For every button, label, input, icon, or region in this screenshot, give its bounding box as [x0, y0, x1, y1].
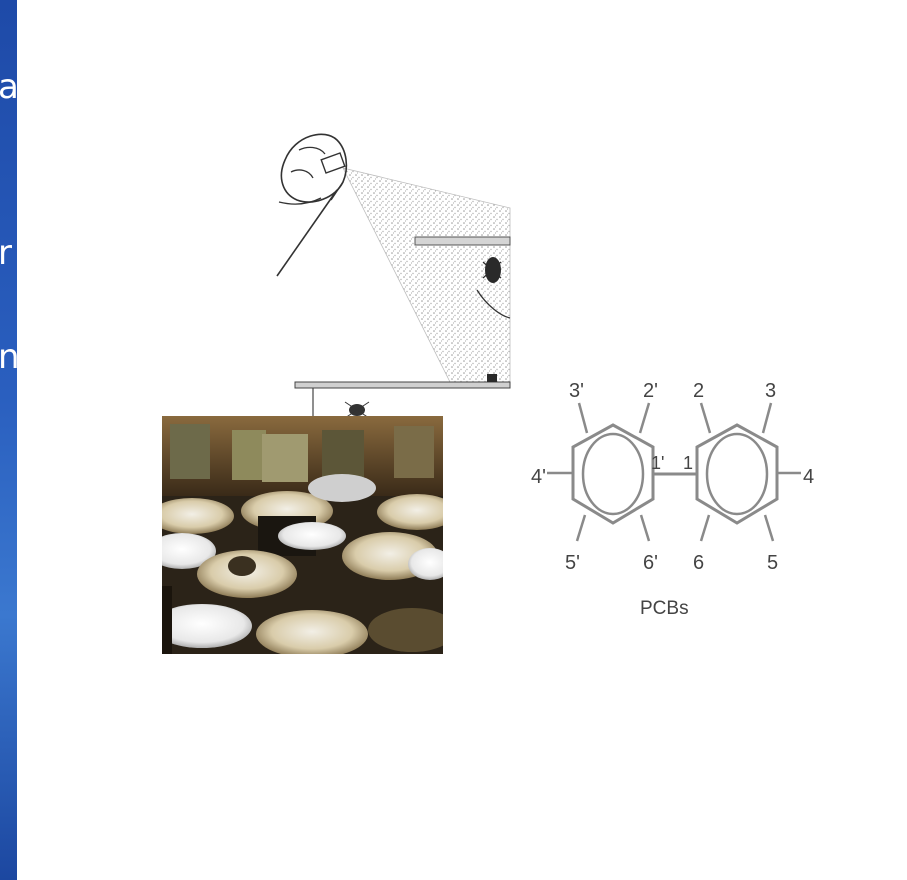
label-2: 2 — [693, 380, 704, 402]
right-benzene-ring — [695, 423, 779, 525]
side-panel-strip: a r n — [0, 0, 20, 880]
label-1-prime: 1' — [651, 453, 664, 473]
label-4: 4 — [803, 466, 814, 488]
pcb-caption: PCBs — [640, 598, 689, 619]
label-2-prime: 2' — [643, 380, 658, 402]
waste-barrels-photo — [162, 416, 443, 654]
spray-can-illustration — [276, 133, 511, 419]
pcb-structure-diagram: 3' 2' 2 3 4' 1' 1 4 5' 6' 6 5 — [531, 380, 814, 574]
label-3-prime: 3' — [569, 380, 584, 402]
label-5: 5 — [767, 552, 778, 574]
label-5-prime: 5' — [565, 552, 580, 574]
side-text-3: n — [0, 337, 20, 377]
label-3: 3 — [765, 380, 776, 402]
left-benzene-ring — [571, 423, 655, 525]
label-4-prime: 4' — [531, 466, 546, 488]
substituent-bonds — [547, 402, 801, 542]
label-6: 6 — [693, 552, 704, 574]
side-text-1: a — [0, 67, 19, 107]
label-6-prime: 6' — [643, 552, 658, 574]
side-text-2: r — [0, 233, 12, 273]
label-1: 1 — [683, 453, 693, 473]
